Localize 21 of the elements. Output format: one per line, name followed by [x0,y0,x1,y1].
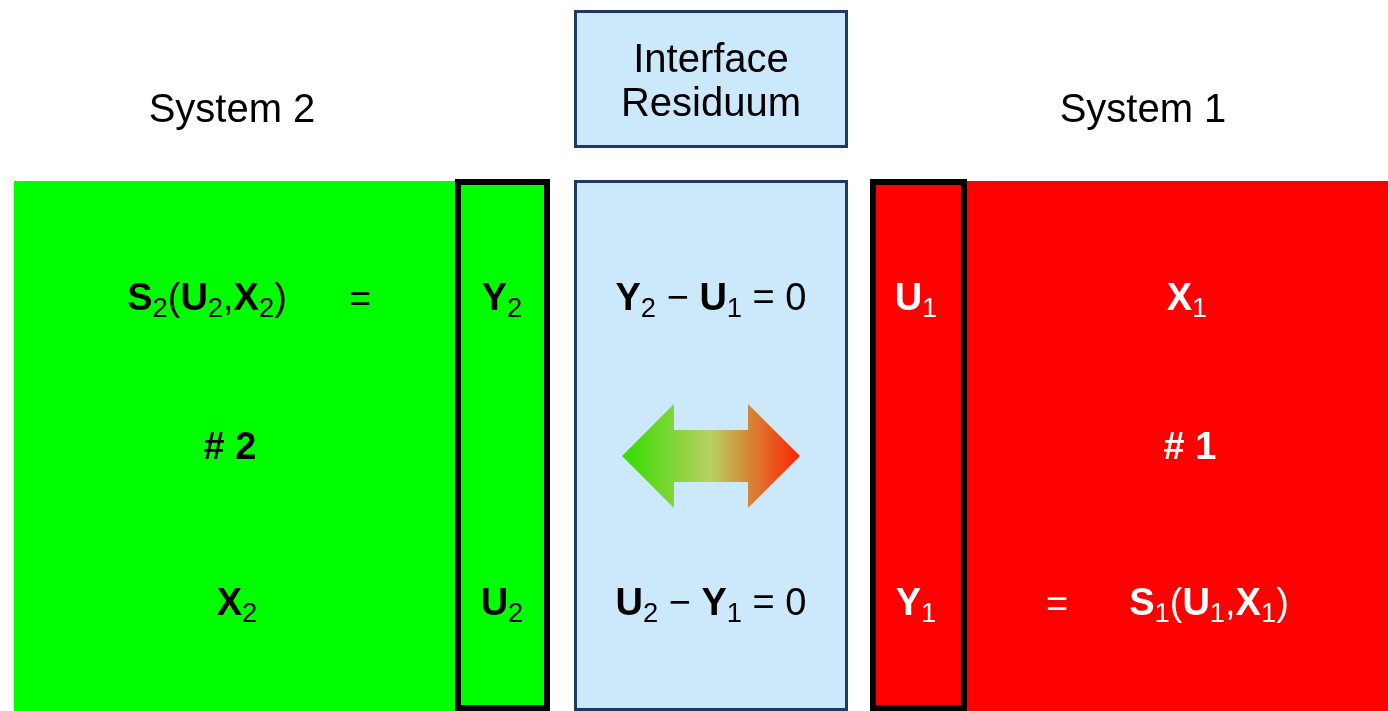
residuum-panel [574,180,848,711]
box-title: Interface Residuum [619,36,803,124]
equation-text: Y$_{2}$ − U$_{1}$ = 0 [615,276,807,324]
variable-label: X$_{2}$ [216,581,258,629]
variable-label: U$_{1}$ [894,276,938,324]
equals-sign: = [1045,584,1069,626]
equation-text: U$_{2}$ − Y$_{1}$ = 0 [615,581,807,629]
system-number: # 1 [1163,426,1217,468]
equation-text: S$_{2}$(U$_{2}$,X$_{2}$) [127,276,287,324]
variable-label: U$_{2}$ [480,581,524,629]
section-heading: System 1 [1059,86,1227,130]
system-number: # 2 [203,426,257,468]
equation-text: S$_{1}$(U$_{1}$,X$_{1}$) [1129,581,1289,629]
variable-label: Y$_{2}$ [481,276,523,324]
interface-column [870,179,967,711]
variable-label: X$_{1}$ [1166,276,1208,324]
title-box [574,10,848,148]
variable-label: Y$_{1}$ [895,581,937,629]
equals-sign: = [348,279,372,321]
interface-column [455,179,550,711]
section-heading: System 2 [148,86,316,130]
